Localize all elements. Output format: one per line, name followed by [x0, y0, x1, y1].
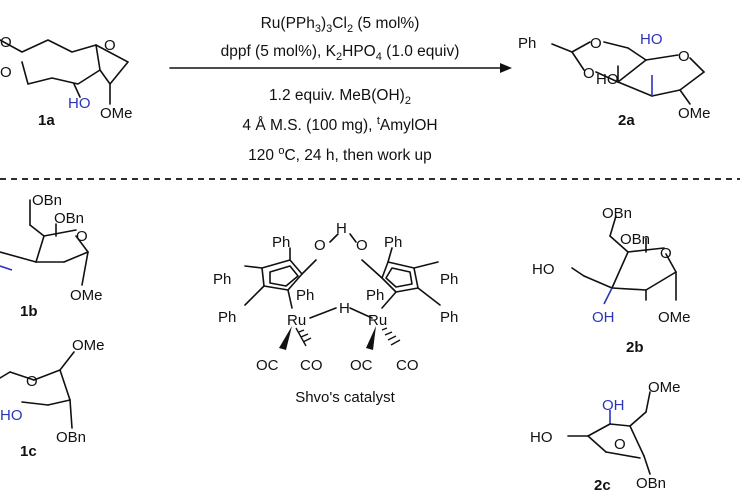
atom-o2: O — [0, 64, 12, 81]
atom-o-ring: O — [76, 228, 88, 245]
label-2c: 2c — [594, 477, 611, 494]
compound-2a: Ph O O O HO HO OMe 2a — [518, 31, 711, 129]
atom-obn2: OBn — [54, 210, 84, 227]
atom-obn: OBn — [636, 475, 666, 492]
atom-oc-right: OC — [350, 357, 373, 374]
atom-ru-left: Ru — [287, 312, 306, 329]
wedge-co-right — [366, 326, 376, 350]
atom-ph-right-inner: Ph — [366, 287, 384, 304]
atom-o-ring: O — [614, 436, 626, 453]
atom-ho: HO — [530, 429, 553, 446]
label-2a: 2a — [618, 112, 635, 129]
atom-ph-right-outer: Ph — [440, 271, 458, 288]
label-1a: 1a — [38, 112, 55, 129]
atom-ome: OMe — [658, 309, 691, 326]
atom-o-ring: O — [678, 48, 690, 65]
reaction-conditions: Ru(PPh3)3Cl2 (5 mol%) dppf (5 mol%), K2H… — [169, 15, 512, 164]
atom-ph-left-outer: Ph — [213, 271, 231, 288]
atom-obn: OBn — [56, 429, 86, 446]
condition-ligand-base: dppf (5 mol%), K2HPO4 (1.0 equiv) — [221, 43, 460, 63]
atom-ru-right: Ru — [368, 312, 387, 329]
atom-o-ring: O — [26, 373, 38, 390]
atom-o-right: O — [356, 237, 368, 254]
atom-obn2: OBn — [620, 231, 650, 248]
shvo-catalyst: H O O Ph Ph Ph Ph Ph Ph Ph Ph Ru H Ru OC… — [213, 220, 458, 406]
atom-ph-left-bottom: Ph — [218, 309, 236, 326]
atom-o1: O — [0, 34, 12, 51]
compound-2b: OBn O OBn HO OH OMe 2b — [532, 205, 691, 356]
atom-co-left: CO — [300, 357, 323, 374]
label-1b: 1b — [20, 303, 38, 320]
atom-h-mid: H — [339, 300, 350, 317]
atom-ph-right-bottom: Ph — [440, 309, 458, 326]
compound-1a: O O O HO OMe 1a — [0, 34, 133, 129]
atom-oh: OH — [592, 309, 615, 326]
atom-o-ring: O — [660, 245, 672, 262]
atom-oc-left: OC — [256, 357, 279, 374]
cp-ring-right — [381, 261, 419, 293]
atom-ome: OMe — [100, 105, 133, 122]
compound-2c: OMe OH HO O OBn 2c — [530, 379, 681, 494]
atom-ph-left-top: Ph — [272, 234, 290, 251]
atom-ome: OMe — [72, 337, 105, 354]
atom-o2: O — [583, 65, 595, 82]
compound-1b: OBn O OBn OMe 1b — [0, 192, 103, 320]
atom-ph-right-top: Ph — [384, 234, 402, 251]
atom-ho: HO — [640, 31, 663, 48]
atom-ho: HO — [0, 407, 23, 424]
condition-sieves-solvent: 4 Å M.S. (100 mg), tAmylOH — [242, 115, 437, 134]
reaction-arrow-head — [500, 63, 512, 73]
wedge-co-left — [279, 326, 292, 350]
condition-catalyst: Ru(PPh3)3Cl2 (5 mol%) — [261, 15, 420, 35]
condition-temp-time: 120 oC, 24 h, then work up — [248, 145, 432, 164]
compound-1c: OMe O HO OBn 1c — [0, 337, 105, 460]
atom-o-left: O — [314, 237, 326, 254]
atom-co-right: CO — [396, 357, 419, 374]
atom-ph-left-inner: Ph — [296, 287, 314, 304]
atom-obn1: OBn — [602, 205, 632, 222]
atom-ho: HO — [532, 261, 555, 278]
condition-reagent: 1.2 equiv. MeB(OH)2 — [269, 87, 411, 107]
atom-oh: HO — [68, 95, 91, 112]
atom-obn1: OBn — [32, 192, 62, 209]
atom-ome: OMe — [70, 287, 103, 304]
atom-oh: OH — [602, 397, 625, 414]
atom-ho2: HO — [596, 71, 619, 88]
atom-h-top: H — [336, 220, 347, 237]
atom-o-ring: O — [104, 37, 116, 54]
atom-ome: OMe — [678, 105, 711, 122]
catalyst-name: Shvo's catalyst — [295, 389, 395, 406]
cp-ring-left — [261, 259, 303, 291]
label-2b: 2b — [626, 339, 644, 356]
atom-ome: OMe — [648, 379, 681, 396]
label-1c: 1c — [20, 443, 37, 460]
atom-ph: Ph — [518, 35, 536, 52]
atom-o1: O — [590, 35, 602, 52]
